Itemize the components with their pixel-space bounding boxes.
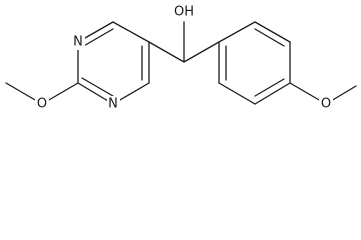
nitrogen-upper-label: N (73, 35, 83, 50)
atom-label-n-lower: N (107, 96, 120, 112)
bond (81, 77, 114, 97)
pyrimidine-ring (77, 21, 150, 105)
hydroxyl-label: OH (174, 5, 194, 20)
chemical-structure: OH N N O O (5, 3, 357, 112)
bond (254, 78, 285, 97)
benzene-ring (218, 21, 291, 105)
benzylic-linkage (148, 21, 220, 63)
atom-label-o-right: O (319, 96, 333, 112)
bond (218, 82, 256, 105)
bond (183, 41, 220, 63)
bond (254, 82, 291, 105)
bond (81, 28, 114, 48)
bond (254, 21, 291, 43)
oxygen-right-label: O (321, 97, 331, 112)
bond (254, 28, 285, 47)
nitrogen-lower-label: N (108, 97, 118, 112)
bond (148, 41, 185, 63)
atom-label-hydroxyl: OH (173, 3, 195, 20)
bond (112, 21, 150, 43)
atom-label-o-left: O (35, 96, 49, 112)
oxygen-left-label: O (37, 97, 47, 112)
atom-label-n-upper: N (72, 34, 85, 50)
bond (218, 21, 256, 43)
